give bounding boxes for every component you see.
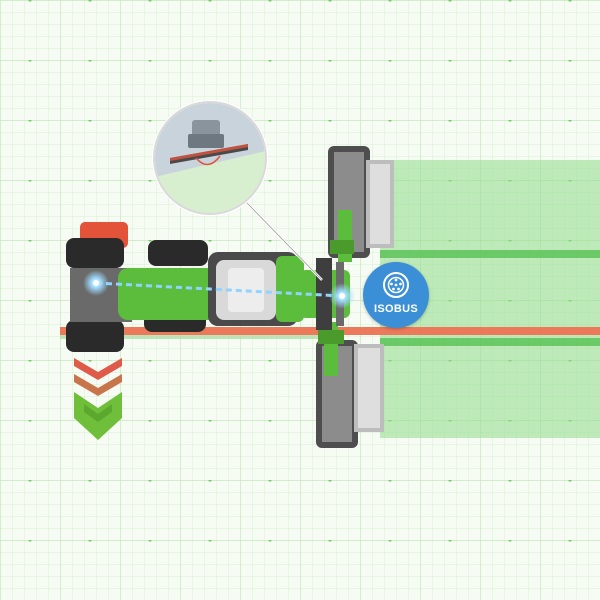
mower-left-icon bbox=[328, 146, 394, 262]
isobus-badge: ISOBUS bbox=[363, 262, 429, 328]
direction-chevrons-icon bbox=[74, 358, 122, 440]
tractor-icon bbox=[66, 222, 304, 352]
isobus-label: ISOBUS bbox=[374, 303, 418, 315]
mower-right-icon bbox=[316, 322, 384, 448]
steering-axis-icon bbox=[83, 270, 355, 309]
isobus-connector-icon bbox=[383, 272, 409, 298]
inset-tilt-view-icon bbox=[152, 100, 268, 216]
